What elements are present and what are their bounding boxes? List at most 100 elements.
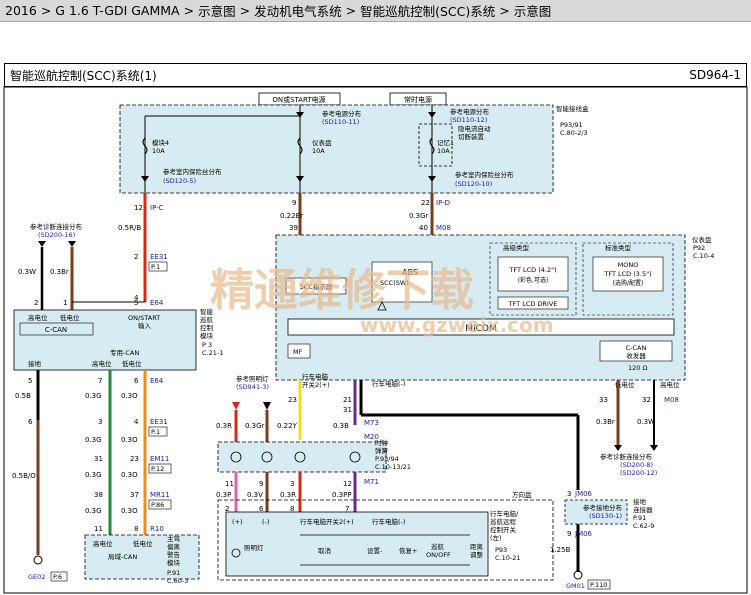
radar-name: 偏离 [167,542,181,551]
pin: 38 [94,491,103,499]
wire-label: 0.3Gr [245,422,265,430]
radar-can: 局域-CAN [108,552,137,561]
pin: 4 [134,418,139,426]
pin: 6 [259,505,264,513]
breadcrumb-separator: > [345,3,357,18]
light-ref-code: (SD941-3) [236,383,269,391]
breadcrumb-separator: > [499,3,510,18]
breadcrumb-item-year[interactable]: 2016 [5,3,37,18]
pin: 8 [290,505,294,513]
scc-private-can: 专用-CAN [110,348,139,357]
breadcrumb-item-current: 示意图 [513,4,552,19]
connector-ipc: IP-C [150,204,164,212]
lane-warning-module [84,534,200,580]
scc-on-start: ON/START [128,314,160,322]
watermark-cn: 精通维修下载 [210,265,474,316]
wire-label: 0.3G [85,471,102,479]
cluster-can: C-CAN [626,344,647,352]
clock-spring-ref: P.93/94 [375,455,399,463]
wire-label: 0.5R/B [118,224,141,232]
scc-ground: 接地 [28,359,42,368]
resume-switch: 恢复+ [399,546,417,555]
micom: MICOM [465,324,497,334]
junction-box-name: 智能接线盒 [556,104,589,113]
wire-label: 0.3R [216,422,232,430]
cluster-name: 仪表盘 [692,235,712,244]
pin: 4 [134,294,139,302]
breadcrumb-separator: > [239,3,251,18]
breadcrumb-item-engine[interactable]: G 1.6 T-GDI GAMMA [55,3,180,18]
fuse-icon [297,137,303,155]
breadcrumb-item-scc[interactable]: 智能巡航控制(SCC)系统 [360,4,496,19]
breadcrumb-item-electrical[interactable]: 发动机电气系统 [254,4,342,19]
ground-connector [564,499,628,525]
sw-minus-label: 行车电脑(-) [372,517,405,526]
distance-switch: 距离 [470,542,484,551]
fuse-ref-power1-code: (SD110-11) [322,118,359,126]
scc-hi: 高电位 [28,313,48,322]
wire-label: 0.22Br [280,212,303,220]
breadcrumb-separator: > [183,3,195,18]
pin: 12 [343,480,352,488]
steering-name: 方向盘 [512,490,532,499]
fuse3-amp: 10A [437,147,450,155]
scc-module [13,309,197,371]
connector-m08: M08 [436,224,451,232]
sw-minus: 行车电脑(-) [372,379,405,388]
switch-name: 行车电脑/ [490,509,519,518]
tft2b: TFT LCD (3.5") [603,270,651,278]
fuse-icon [142,137,148,155]
tft2c: (选购/配置) [613,279,644,287]
connector-ee31: EE31 [150,253,168,261]
pin: 32 [642,396,651,404]
switch-ref: P93 [495,546,507,554]
breadcrumb: 2016 > G 1.6 T-GDI GAMMA > 示意图 > 发动机电气系统… [0,0,751,22]
cluster-ref: P92 [693,244,705,252]
pin: 11 [225,480,234,488]
switch-minus: (-) [262,518,269,526]
radar-lo: 低电位 [133,539,153,548]
pin-40: 40 [419,224,428,232]
tft1b: (彩色,可选) [518,276,549,284]
fuse3-note2: 切断装置 [458,132,485,141]
pin: 33 [599,396,608,404]
set-switch: 设置- [367,546,383,555]
wire-label: 0.3G [85,436,102,444]
high-type-label: 高级类型 [503,243,530,252]
onoff-switch: ON/OFF [426,551,451,559]
radar-hi: 高电位 [93,539,113,548]
ground-conn-ref2: C.62-9 [633,522,654,530]
radar-ref2: C.60-3 [167,577,188,585]
pin: 3 [567,490,571,498]
steering-wheel-area [217,499,554,581]
scc-lo2: 低电位 [122,359,142,368]
ground-code: GE02 [28,573,45,581]
fuse3-box [418,123,453,167]
pin-39: 39 [289,224,298,232]
pin: 6 [28,418,33,426]
breadcrumb-item-schematic[interactable]: 示意图 [198,4,236,19]
abs-label: ABS [402,268,418,277]
high-type-box [489,242,577,316]
warning-icon [377,301,387,311]
ground-ref: 参考接地分布 [583,503,623,512]
connector: JM06 [574,530,593,538]
wire-label: 0.3Br [596,418,615,426]
switch-plus: (+) [232,518,243,526]
ground-ref: P.6 [53,573,62,581]
ground-conn: 接地 [633,497,647,506]
coil-icon [230,451,242,463]
clock-spring [217,441,387,473]
pin-22: 22 [421,199,430,207]
wire-label: 0.3V [247,491,263,499]
wire-label: 0.3P [216,491,231,499]
cluster-transceiver: 收发器 [626,351,646,360]
connector: MR11 [150,491,170,499]
page-ref: P.86 [151,501,164,509]
pin-12: 12 [134,204,143,212]
page-ref: P.1 [151,263,160,271]
diag-ref-code: (SD200-16) [38,231,75,239]
lamp-label: 照明灯 [244,543,264,552]
scc-name4: 模块 [200,331,214,340]
fuse1-amp: 10A [152,147,165,155]
